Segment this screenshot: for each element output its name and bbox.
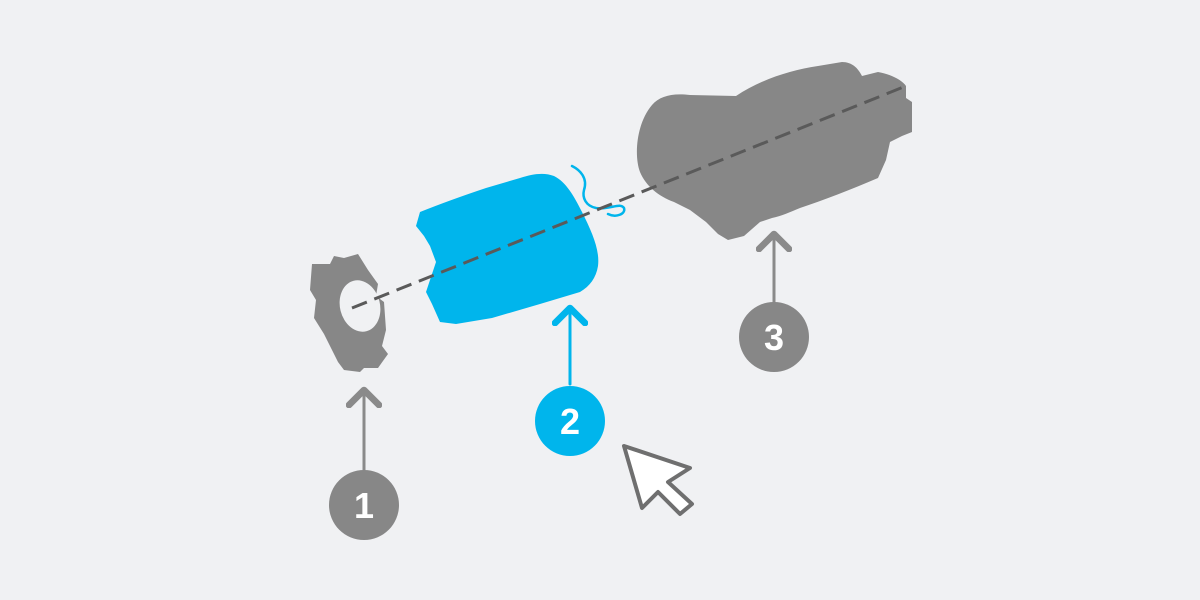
callout-2-label: 2 — [560, 401, 580, 442]
callout-3-label: 3 — [764, 317, 784, 358]
callout-2-badge[interactable]: 2 — [535, 386, 605, 456]
blue-cylinder-part[interactable] — [416, 164, 626, 324]
callout-1-label: 1 — [354, 485, 374, 526]
mouse-pointer-icon — [622, 444, 694, 516]
callout-1-badge[interactable]: 1 — [329, 470, 399, 540]
assembly-axis-line — [351, 84, 907, 310]
callout-3-badge[interactable]: 3 — [739, 302, 809, 372]
ring-washer-part[interactable] — [310, 254, 388, 372]
gray-housing-part[interactable] — [636, 62, 912, 240]
